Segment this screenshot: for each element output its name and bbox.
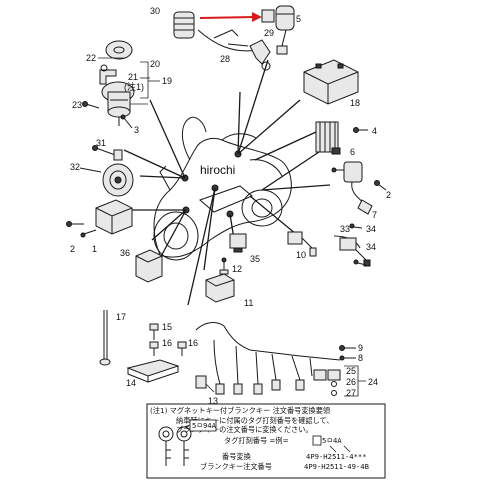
part-17-rod <box>99 310 111 366</box>
callout-16-right: 16 <box>188 338 198 348</box>
callout-6: 6 <box>350 147 355 157</box>
callout-34-top: 34 <box>366 224 376 234</box>
callout-15: 15 <box>162 322 172 332</box>
callout-27: 27 <box>346 388 356 398</box>
callout-26: 26 <box>346 377 356 387</box>
callout-24: 24 <box>368 377 378 387</box>
part-15-bolt <box>149 323 159 340</box>
part-2-screw-right <box>374 180 387 191</box>
callout-21: 21 <box>128 72 138 82</box>
callout-19: 19 <box>162 76 172 86</box>
part-28-lever <box>197 29 271 71</box>
callout-30: 30 <box>150 6 160 16</box>
callout-numbers: 30 29 5 28 22 20 21 (注1) 19 23 3 18 31 3… <box>70 6 391 406</box>
callout-10: 10 <box>296 250 306 260</box>
scooter-body <box>153 116 292 261</box>
part-34-screws <box>349 223 367 266</box>
callout-1: 1 <box>92 244 97 254</box>
part-13-harness <box>195 322 341 395</box>
callout-4: 4 <box>372 126 377 136</box>
key-tag-code: 5ㅁ94A <box>192 421 217 430</box>
part-32-horn <box>79 163 134 197</box>
callout-20: 20 <box>150 59 160 69</box>
callout-14: 14 <box>126 378 136 388</box>
note-title: (注1) マグネットキー付ブランクキー 注文番号変換要領 <box>150 406 330 415</box>
note-order-label: ブランクキー注文番号 <box>200 462 272 471</box>
part-14-bracket <box>126 359 180 383</box>
part-18-battery <box>303 59 359 105</box>
note-conversion-value: 4P9-H2511-4*** <box>306 452 367 461</box>
note-tag-label: タグ打刻番号 =例= <box>224 436 289 445</box>
callout-8: 8 <box>358 353 363 363</box>
callout-23: 23 <box>72 100 82 110</box>
note-line-1: 納車時にキーに付属のタグ打刻番号を確認して、 <box>176 416 334 425</box>
part-21-key <box>99 64 117 85</box>
callout-3: 3 <box>134 125 139 135</box>
part-36-relay <box>135 249 163 283</box>
part-23-screw <box>82 101 100 109</box>
callout-36: 36 <box>120 248 130 258</box>
part-4-screw <box>353 127 368 133</box>
part-35-unit <box>229 233 247 253</box>
part-31-bolt <box>92 145 123 161</box>
callout-18: 18 <box>350 98 360 108</box>
callout-13: 13 <box>208 396 218 406</box>
part-11-relay <box>205 273 235 303</box>
note-tag-code: 5ㅁ4A <box>322 436 342 445</box>
callout-2-left: 2 <box>70 244 75 254</box>
callout-5: 5 <box>296 14 301 24</box>
note-conversion-label: 番号変換 <box>222 452 251 461</box>
red-arrow-icon <box>199 12 262 22</box>
part-10-sensor <box>287 231 317 257</box>
callout-12: 12 <box>232 264 242 274</box>
part-1-cdi <box>95 199 133 235</box>
callout-17: 17 <box>116 312 126 322</box>
part-30-cap <box>173 11 195 39</box>
callout-34-bottom: 34 <box>366 242 376 252</box>
part-3-screw <box>120 114 133 129</box>
note-line-2: ブランクキーの注文番号に変換ください。 <box>176 425 313 434</box>
part-7-coil <box>331 161 373 215</box>
parts-25-26-27-connectors <box>313 365 366 397</box>
part-22-cover <box>105 40 133 60</box>
callout-35: 35 <box>250 254 260 264</box>
watermark: hirochi <box>200 163 235 177</box>
part-2-screw-left <box>66 221 97 238</box>
note-order-value: 4P9-H2511-49-4B <box>304 462 369 471</box>
part-33-switch <box>333 235 371 267</box>
callout-7: 7 <box>372 210 377 220</box>
callout-22: 22 <box>86 53 96 63</box>
callout-28: 28 <box>220 54 230 64</box>
callout-29: 29 <box>264 28 274 38</box>
callout-25: 25 <box>346 366 356 376</box>
part-29-switch <box>261 5 295 55</box>
callout-31: 31 <box>96 138 106 148</box>
part-16-bolts <box>149 341 187 356</box>
part-6-regulator <box>315 121 341 155</box>
key-note-box: (注1) マグネットキー付ブランクキー 注文番号変換要領 納車時にキーに付属のタ… <box>146 403 386 479</box>
callout-32: 32 <box>70 162 80 172</box>
key-tag-icon: 5ㅁ94A <box>183 419 217 432</box>
callout-16-left: 16 <box>162 338 172 348</box>
callout-33: 33 <box>340 224 350 234</box>
callout-9: 9 <box>358 343 363 353</box>
callout-2-right: 2 <box>386 190 391 200</box>
part-12-screw <box>219 257 229 275</box>
part-9-8-screws <box>339 345 356 361</box>
part-19-ignition <box>101 81 135 126</box>
callout-21-note: (注1) <box>124 81 144 92</box>
callout-11: 11 <box>244 298 253 308</box>
